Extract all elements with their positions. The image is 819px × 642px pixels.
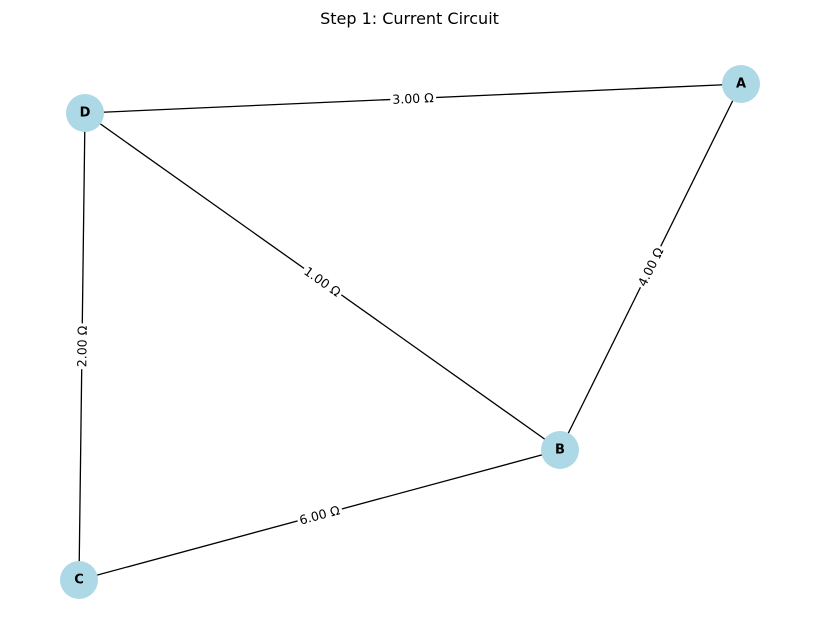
edge-label-group: 2.00 Ω [74,323,90,370]
edge-d-c: 2.00 Ω [74,112,90,581]
node-c: C [60,561,98,599]
edge-label-background [633,242,668,291]
edge-a-b: 4.00 Ω [559,83,742,451]
node-circle [60,561,98,599]
edge-label-group: 3.00 Ω [390,89,437,107]
node-label: A [736,77,746,92]
edge-resistance-label: 4.00 Ω [635,245,667,289]
edge-c-b: 6.00 Ω [78,449,561,581]
edge-resistance-label: 2.00 Ω [74,325,90,367]
node-circle [722,65,760,103]
node-label: D [80,106,91,121]
edge-label-background [299,262,346,301]
node-label: B [555,443,565,458]
edge-label-group: 1.00 Ω [299,262,346,301]
diagram-title: Step 1: Current Circuit [320,9,499,28]
nodes-layer: A B C D [60,65,760,599]
edge-resistance-label: 1.00 Ω [301,263,344,299]
node-circle [66,94,104,132]
edge-label-background [74,323,90,370]
node-b: B [541,431,579,469]
edge-d-b: 1.00 Ω [84,112,561,451]
edge-label-background [295,501,344,529]
edge-label-background [390,89,437,107]
node-d: D [66,94,104,132]
node-a: A [722,65,760,103]
node-circle [541,431,579,469]
edge-d-a: 3.00 Ω [84,83,742,114]
edge-resistance-label: 3.00 Ω [392,90,434,107]
edge-label-group: 4.00 Ω [633,242,668,291]
edges-layer: 3.00 Ω 1.00 Ω 4.00 Ω 2.00 Ω 6.00 Ω [74,83,742,581]
edge-resistance-label: 6.00 Ω [298,502,342,527]
edge-label-group: 6.00 Ω [295,501,344,529]
node-label: C [74,573,84,588]
